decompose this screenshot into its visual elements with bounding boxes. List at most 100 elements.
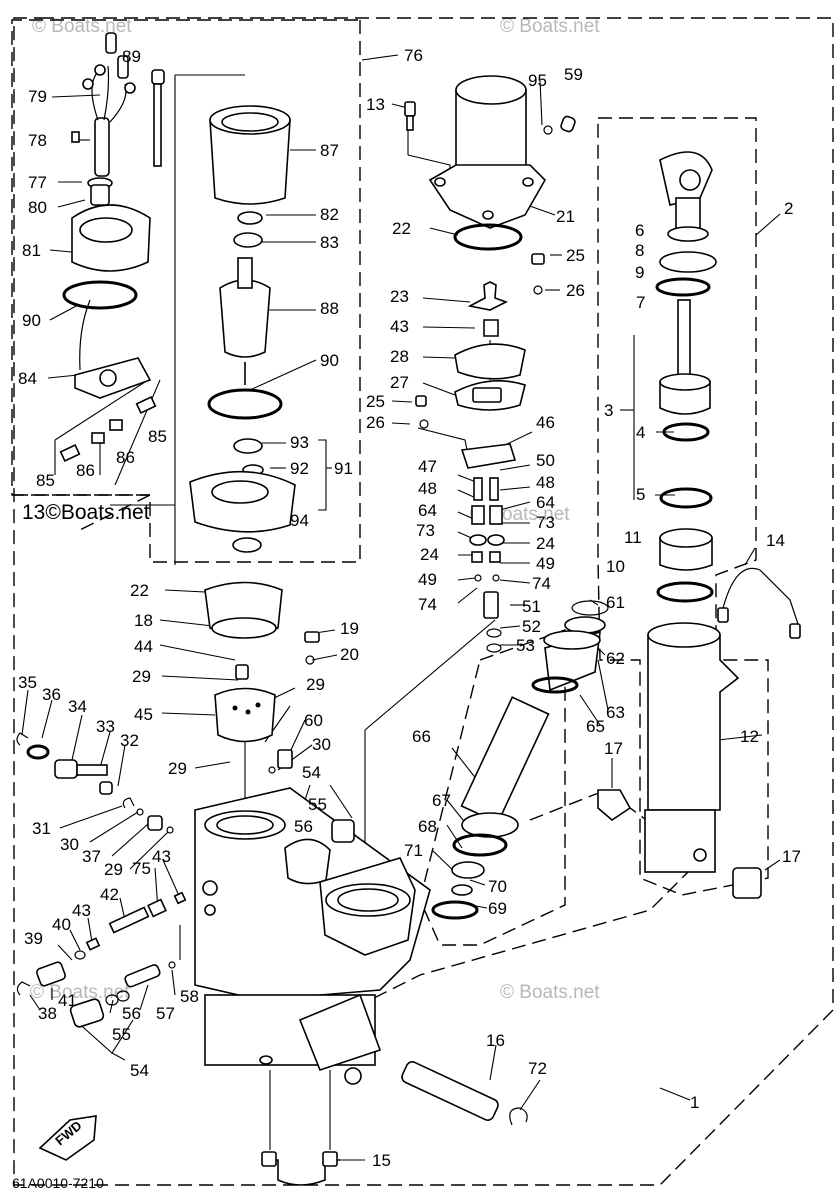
callout-54: 54 [302, 763, 321, 782]
callout-35: 35 [18, 673, 37, 692]
callout-48: 48 [536, 473, 555, 492]
callout-75: 75 [132, 859, 151, 878]
callout-66: 66 [412, 727, 431, 746]
parts: FWD [16, 32, 801, 1186]
callout-59: 59 [564, 65, 583, 84]
callout-65: 65 [586, 717, 605, 736]
callout-74: 74 [532, 574, 551, 593]
callout-57: 57 [156, 1004, 175, 1023]
callout-82: 82 [320, 205, 339, 224]
callout-71: 71 [404, 841, 423, 860]
callout-49: 49 [536, 554, 555, 573]
callout-68: 68 [418, 817, 437, 836]
tilt-cylinder-assembly-2-boundary [597, 117, 769, 896]
callout-11: 11 [624, 528, 642, 547]
callout-81: 81 [22, 241, 41, 260]
callout-61: 61 [606, 593, 625, 612]
callout-51: 51 [522, 597, 541, 616]
callout-49: 49 [418, 570, 437, 589]
callout-10: 10 [606, 557, 625, 576]
callout-54: 54 [130, 1061, 149, 1080]
callout-1: 1 [690, 1093, 699, 1112]
callout-74: 74 [418, 595, 437, 614]
callout-labels: 1 2 3 4 5 6 7 8 9 10 11 12 13 14 15 16 1… [18, 46, 801, 1170]
callout-90: 90 [320, 351, 339, 370]
left-valves [16, 732, 187, 1028]
tilt-cylinder [597, 567, 801, 899]
callout-47: 47 [418, 457, 437, 476]
callout-43: 43 [152, 847, 171, 866]
callout-5: 5 [636, 485, 645, 504]
callout-56: 56 [294, 817, 313, 836]
callout-3: 3 [604, 401, 613, 420]
callout-84: 84 [18, 369, 37, 388]
callout-39: 39 [24, 929, 43, 948]
callout-56: 56 [122, 1004, 141, 1023]
callout-64: 64 [536, 493, 555, 512]
callout-44: 44 [134, 637, 153, 656]
callout-55: 55 [308, 795, 327, 814]
callout-92: 92 [290, 459, 309, 478]
callout-20: 20 [340, 645, 359, 664]
callout-40: 40 [52, 915, 71, 934]
reservoir [404, 75, 576, 469]
callout-69: 69 [488, 899, 507, 918]
callout-73: 73 [416, 521, 435, 540]
watermark: © Boats.net [500, 982, 600, 1003]
assembly-boundaries [11, 17, 834, 1186]
callout-29: 29 [168, 759, 187, 778]
callout-34: 34 [68, 697, 87, 716]
callout-67: 67 [432, 791, 451, 810]
callout-60: 60 [304, 711, 323, 730]
manifold-body [194, 581, 431, 1085]
callout-24: 24 [536, 534, 555, 553]
watermark: © Boats.net [30, 982, 130, 1003]
callout-86: 86 [116, 448, 135, 467]
callout-42: 42 [100, 885, 119, 904]
shaft-and-fittings: FWD [38, 1061, 528, 1186]
callout-26: 26 [566, 281, 585, 300]
corner-mark: 13©Boats.net [22, 501, 150, 524]
callout-28: 28 [390, 347, 409, 366]
callout-62: 62 [606, 649, 625, 668]
callout-50: 50 [536, 451, 555, 470]
callout-25: 25 [566, 246, 585, 265]
callout-94: 94 [290, 511, 309, 530]
callout-45: 45 [134, 705, 153, 724]
callout-91: 91 [334, 459, 353, 478]
motor-yoke-armature [189, 105, 296, 553]
callout-53: 53 [516, 636, 535, 655]
callout-8: 8 [635, 241, 644, 260]
callout-64: 64 [418, 501, 437, 520]
callout-25: 25 [366, 392, 385, 411]
callout-85: 85 [148, 427, 167, 446]
callout-26: 26 [366, 413, 385, 432]
valve-column [469, 477, 505, 653]
callout-63: 63 [606, 703, 625, 722]
callout-17: 17 [604, 739, 623, 758]
callout-36: 36 [42, 685, 61, 704]
callout-13: 13 [366, 95, 385, 114]
callout-88: 88 [320, 299, 339, 318]
callout-21: 21 [556, 207, 575, 226]
callout-43: 43 [390, 317, 409, 336]
callout-76: 76 [404, 46, 423, 65]
callout-93: 93 [290, 433, 309, 452]
callout-83: 83 [320, 233, 339, 252]
motor-bolt-link [79, 494, 151, 531]
callout-22: 22 [130, 581, 149, 600]
callout-6: 6 [635, 221, 644, 240]
watermark: © Boats.net [32, 16, 132, 37]
callout-58: 58 [180, 987, 199, 1006]
callout-18: 18 [134, 611, 153, 630]
callout-85: 85 [36, 471, 55, 490]
callout-77: 77 [28, 173, 47, 192]
callout-95: 95 [528, 71, 547, 90]
callout-73: 73 [536, 513, 555, 532]
watermark: © Boats.net [470, 504, 570, 525]
callout-89: 89 [122, 47, 141, 66]
callout-37: 37 [82, 847, 101, 866]
callout-90: 90 [22, 311, 41, 330]
callout-27: 27 [390, 373, 409, 392]
